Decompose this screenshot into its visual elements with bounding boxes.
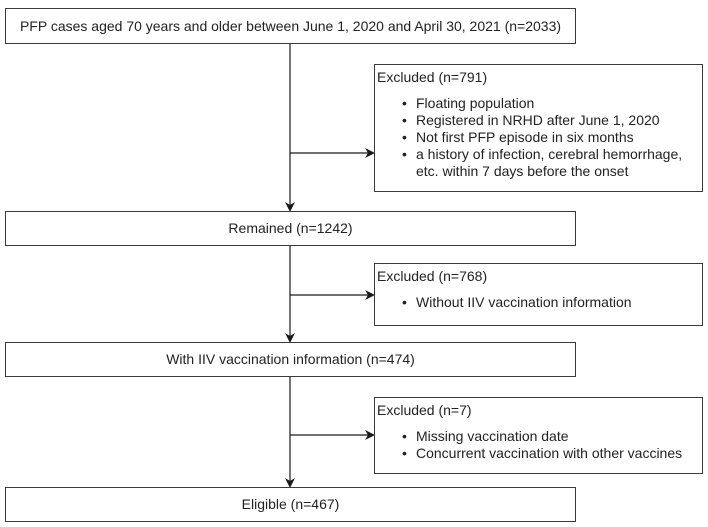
step-remained: Remained (n=1242) (5, 211, 576, 246)
exclusion-box-3: Excluded (n=7) •Missing vaccination date… (374, 397, 703, 474)
exclusion-2-list: •Without IIV vaccination information (377, 294, 696, 311)
step-eligible: Eligible (n=467) (5, 487, 576, 522)
exclusion-box-1: Excluded (n=791) •Floating population •R… (374, 64, 703, 192)
exclusion-1-item: •a history of infection, cerebral hemorr… (402, 146, 683, 179)
step-with-iiv-info-label: With IIV vaccination information (n=474) (166, 351, 415, 367)
exclusion-box-2: Excluded (n=768) •Without IIV vaccinatio… (374, 263, 703, 326)
bullet-icon: • (402, 95, 407, 111)
bullet-icon: • (402, 112, 407, 128)
exclusion-2-item: •Without IIV vaccination information (402, 294, 632, 310)
bullet-icon: • (402, 445, 407, 461)
step-initial-cases-label: PFP cases aged 70 years and older betwee… (19, 17, 562, 34)
step-remained-label: Remained (n=1242) (228, 220, 353, 236)
bullet-icon: • (402, 129, 407, 145)
bullet-icon: • (402, 428, 407, 444)
bullet-icon: • (402, 294, 407, 310)
exclusion-3-title: Excluded (n=7) (377, 402, 472, 418)
exclusion-2-title: Excluded (n=768) (377, 268, 488, 284)
bullet-icon: • (402, 146, 407, 162)
step-with-iiv-info: With IIV vaccination information (n=474) (5, 342, 576, 377)
step-eligible-label: Eligible (n=467) (241, 496, 340, 512)
exclusion-3-item: •Concurrent vaccination with other vacci… (402, 445, 683, 461)
exclusion-1-item: •Not first PFP episode in six months (402, 129, 634, 145)
exclusion-1-item: •Registered in NRHD after June 1, 2020 (402, 112, 660, 128)
exclusion-3-item: •Missing vaccination date (402, 428, 569, 444)
exclusion-1-list: •Floating population •Registered in NRHD… (377, 95, 696, 180)
exclusion-1-title: Excluded (n=791) (377, 69, 488, 85)
exclusion-3-list: •Missing vaccination date •Concurrent va… (377, 428, 696, 462)
step-initial-cases: PFP cases aged 70 years and older betwee… (5, 8, 576, 44)
exclusion-1-item: •Floating population (402, 95, 535, 111)
